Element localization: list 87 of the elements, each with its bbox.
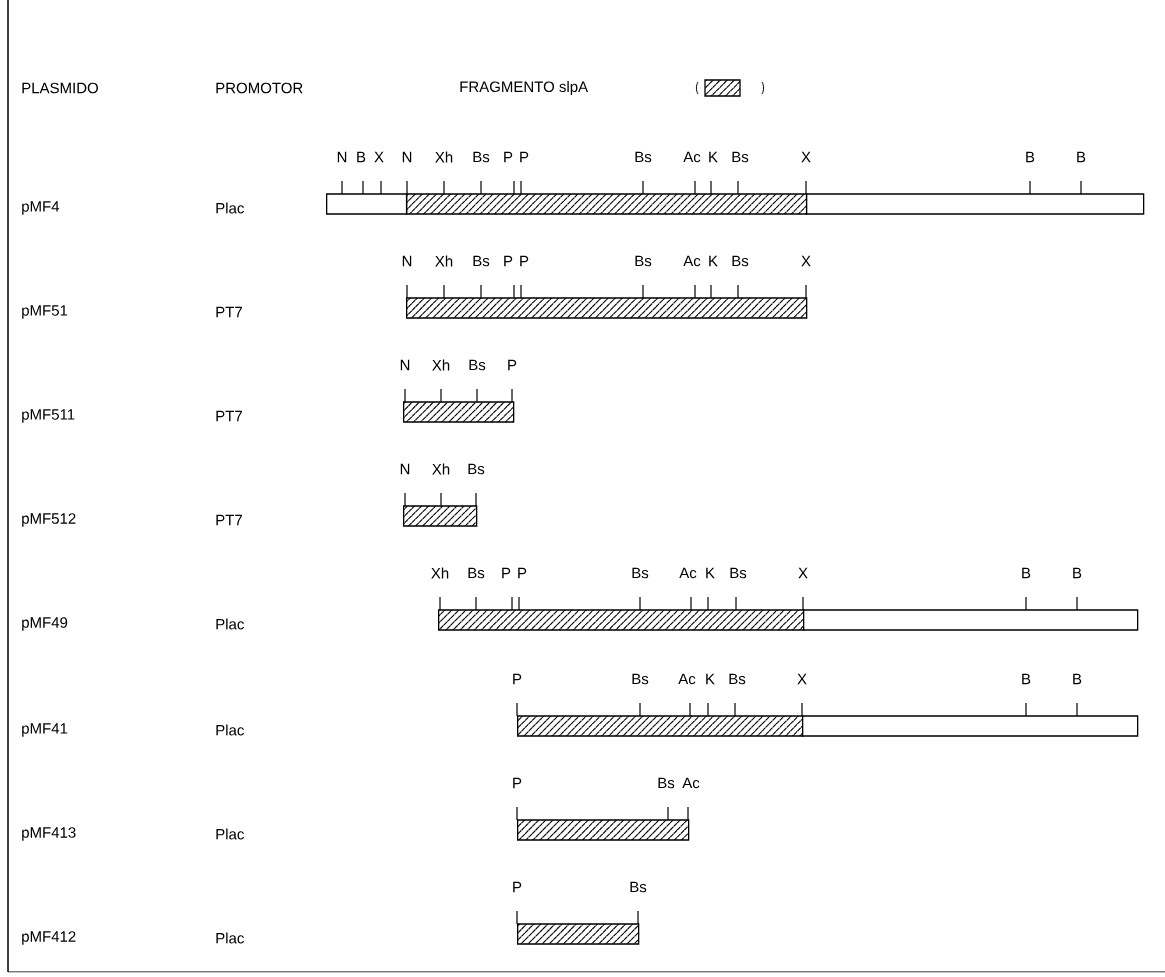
site-label: P (520, 255, 529, 267)
promoter-name: Plac (216, 202, 244, 214)
site-label: P (504, 151, 513, 163)
site-label: N (400, 463, 410, 475)
site-label: X (374, 151, 384, 163)
site-label: Bs (473, 151, 490, 163)
site-label: Bs (730, 567, 747, 579)
site-label: P (518, 567, 527, 579)
site-label: B (1022, 673, 1031, 685)
site-label: P (520, 151, 529, 163)
site-label: K (706, 673, 715, 685)
map-bar (516, 702, 804, 737)
site-label: Bs (469, 359, 486, 371)
site-label: N (402, 255, 412, 267)
promoter-name: Plac (216, 828, 244, 840)
site-label: B (1073, 673, 1082, 685)
site-label: Ac (683, 151, 701, 163)
site-label: B (1026, 151, 1035, 163)
site-label: X (801, 255, 811, 267)
site-label: P (502, 567, 511, 579)
site-label: Xh (435, 151, 453, 163)
plasmid-name: pMF51 (22, 305, 68, 319)
site-label: Ac (683, 255, 701, 267)
site-label: P (508, 359, 517, 371)
plasmid-name: pMF49 (22, 617, 68, 631)
site-label: Xh (435, 255, 453, 267)
site-label: P (504, 255, 513, 267)
column-header: PROMOTOR (216, 82, 303, 94)
promoter-name: Plac (216, 618, 244, 630)
map-bar (405, 180, 808, 215)
promoter-name: PT7 (216, 410, 242, 422)
site-label: N (337, 151, 347, 163)
site-label: Bs (732, 255, 749, 267)
site-label: P (513, 673, 522, 685)
site-label: P (513, 881, 522, 893)
promoter-name: Plac (216, 932, 244, 944)
site-label: K (709, 255, 718, 267)
map-bar (406, 284, 808, 319)
site-label: Xh (432, 359, 450, 371)
plasmid-name: pMF512 (22, 513, 76, 527)
plasmid-name: pMF4 (22, 201, 60, 215)
site-label: Bs (632, 567, 649, 579)
site-label: Xh (431, 567, 449, 579)
site-label: Bs (632, 673, 649, 685)
site-label: Ac (679, 567, 697, 579)
promoter-name: Plac (216, 724, 244, 736)
site-label: K (706, 567, 715, 579)
site-label: Bs (635, 255, 652, 267)
site-label: B (1022, 567, 1031, 579)
legend-text: FRAGMENTO slpA (460, 81, 589, 95)
site-label: Bs (473, 255, 490, 267)
site-label: X (801, 151, 811, 163)
plasmid-name: pMF412 (22, 931, 76, 945)
map-bar (438, 596, 805, 631)
site-label: Bs (732, 151, 749, 163)
map-bar (802, 702, 1139, 737)
map-bar (403, 492, 478, 527)
site-label: Ac (678, 673, 696, 685)
map-bar (516, 910, 640, 945)
map-bar (516, 806, 690, 841)
map-bar (806, 180, 1145, 215)
site-label: Bs (635, 151, 652, 163)
map-bar (803, 596, 1139, 631)
site-label: Xh (432, 463, 450, 475)
plasmid-name: pMF511 (22, 409, 75, 423)
site-label: Ac (682, 777, 700, 789)
site-label: N (402, 151, 412, 163)
promoter-name: PT7 (216, 306, 242, 318)
map-bar (403, 388, 515, 423)
site-label: K (709, 151, 718, 163)
site-label: B (1077, 151, 1086, 163)
site-label: B (1073, 567, 1082, 579)
site-label: Bs (468, 567, 485, 579)
site-label: X (797, 673, 807, 685)
site-label: Bs (468, 463, 485, 475)
promoter-name: PT7 (216, 514, 242, 526)
site-label: X (798, 567, 808, 579)
site-label: B (357, 151, 366, 163)
plasmid-name: pMF41 (22, 723, 68, 737)
site-label: N (400, 359, 410, 371)
site-label: Bs (729, 673, 746, 685)
plasmid-name: pMF413 (22, 827, 76, 841)
map-bar (326, 180, 408, 215)
column-header: PLASMIDO (22, 82, 98, 94)
site-label: Bs (630, 881, 647, 893)
site-label: P (513, 777, 522, 789)
site-label: Bs (658, 777, 675, 789)
